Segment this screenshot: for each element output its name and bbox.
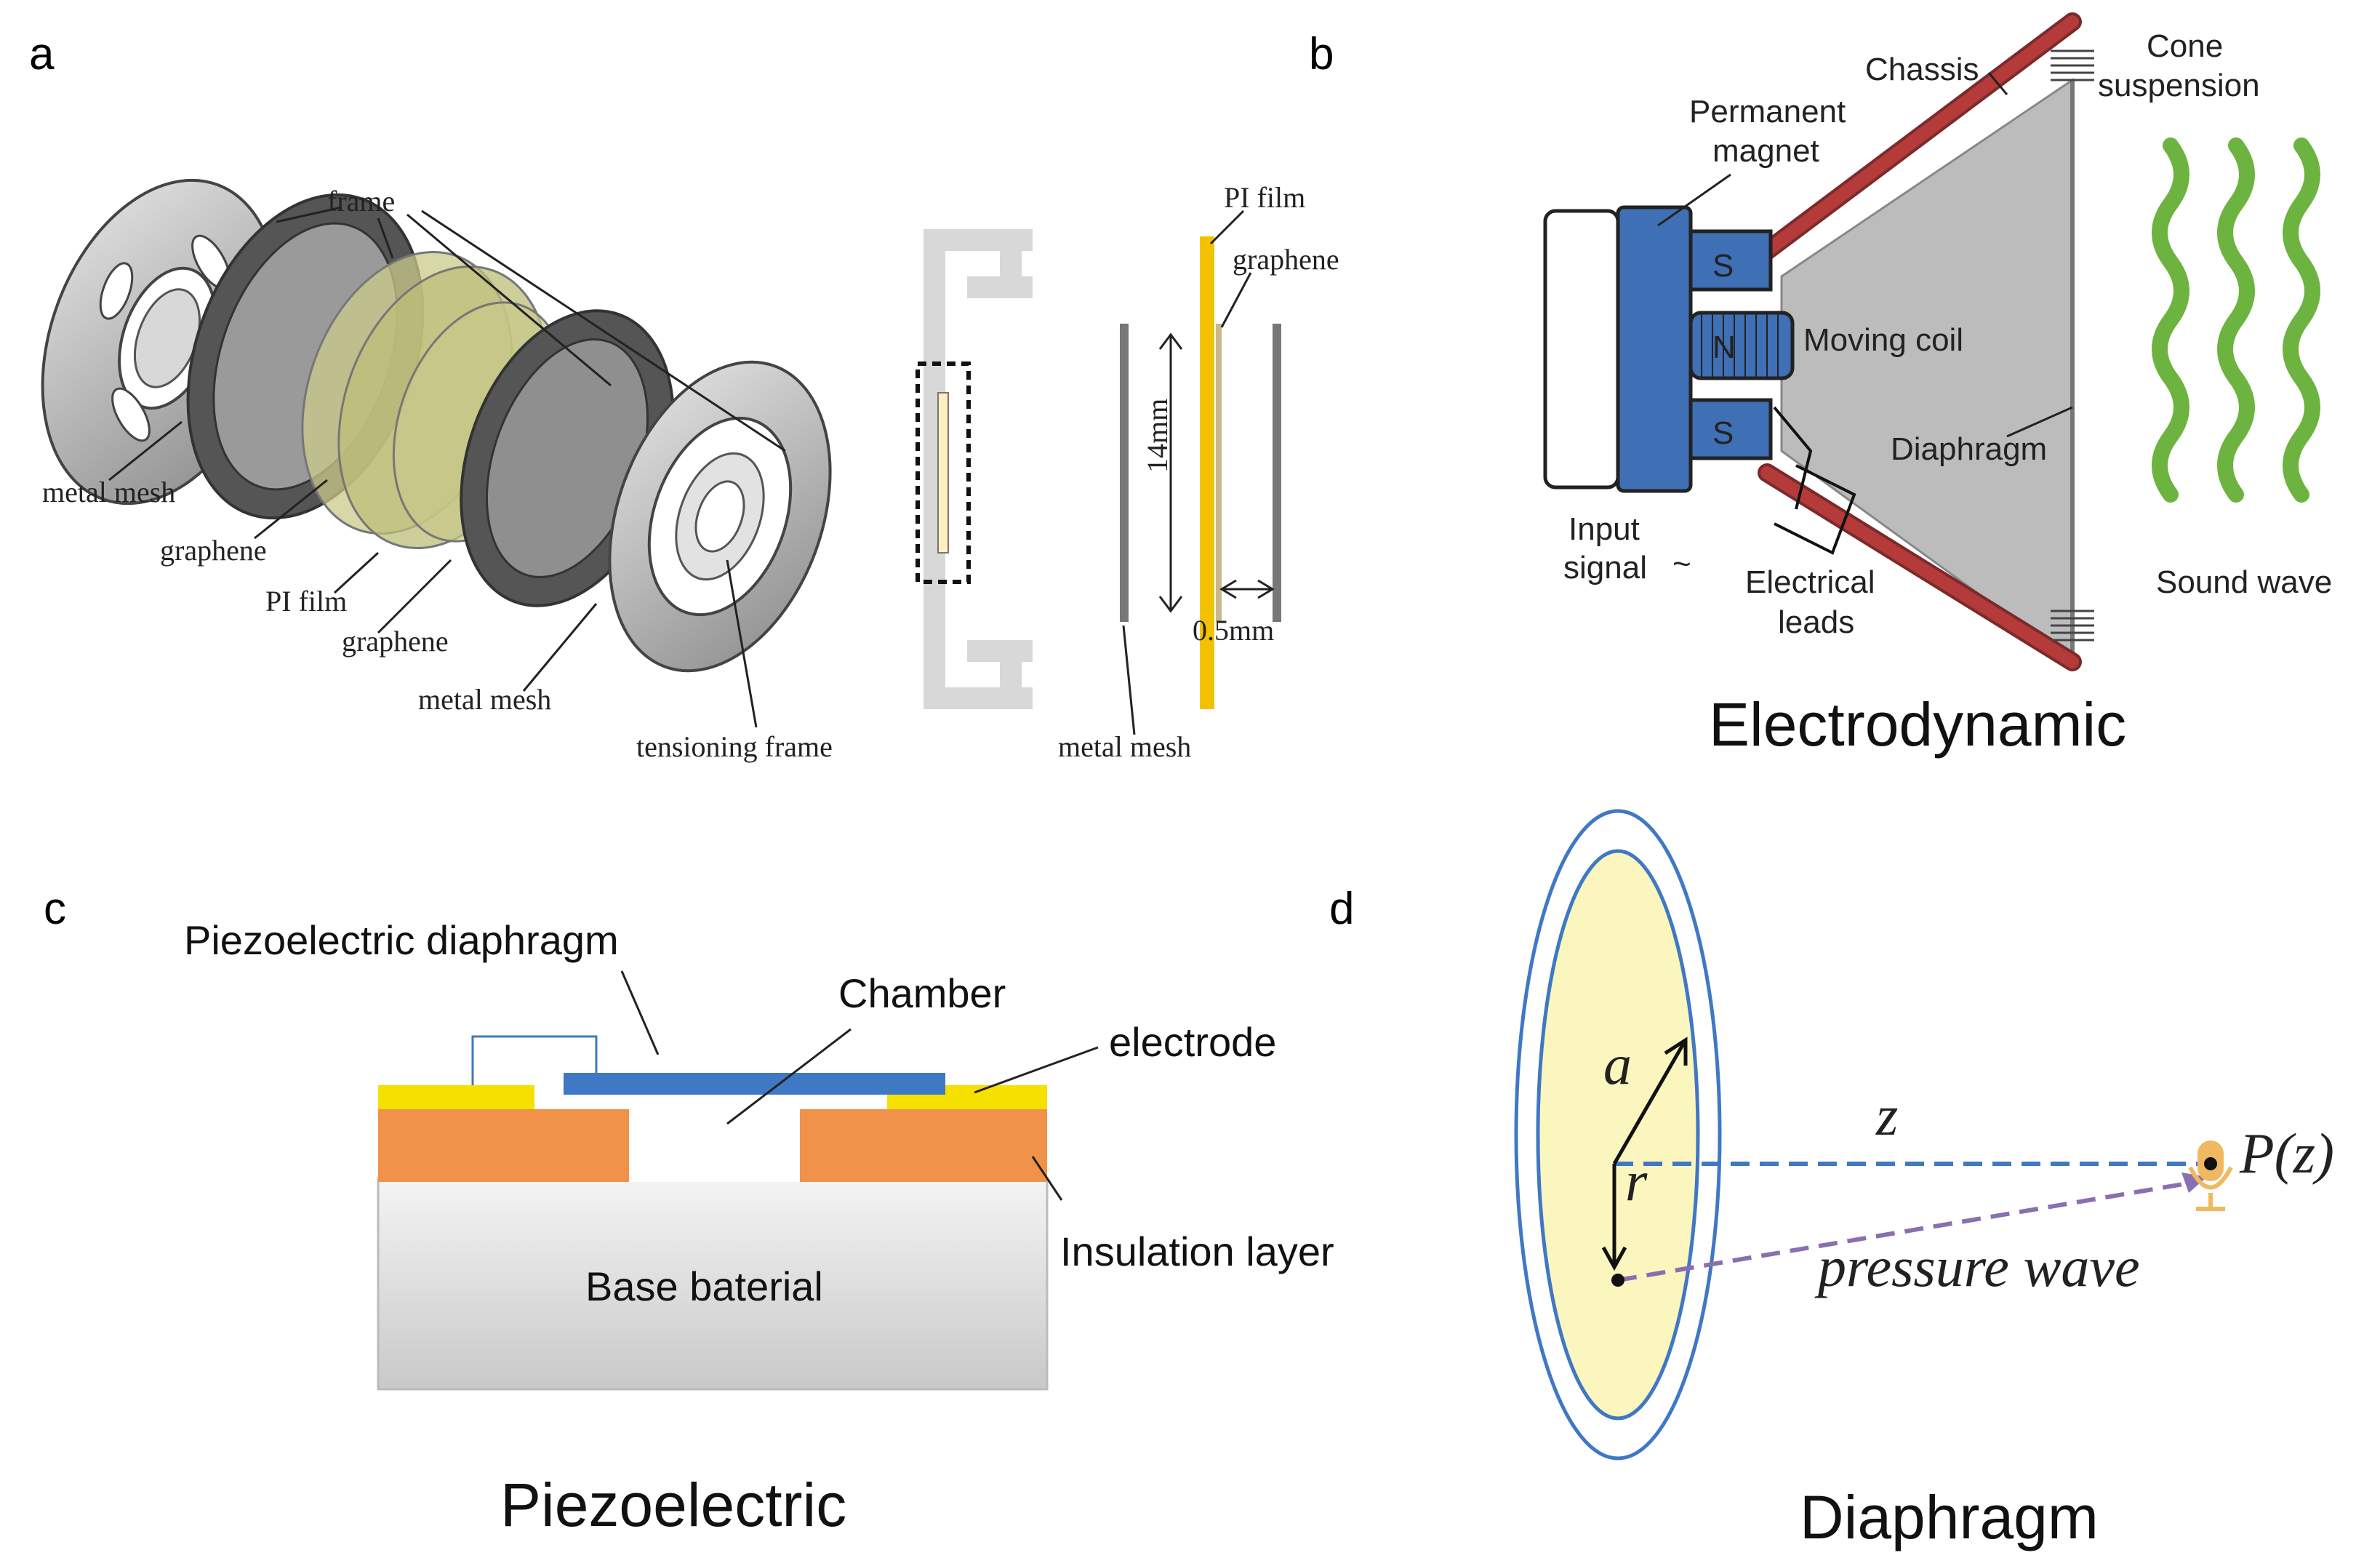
label-graphene-side: graphene xyxy=(1233,243,1339,276)
panel-letter-c: c xyxy=(44,884,66,934)
pressure-wave-line xyxy=(1617,1180,2197,1282)
label-diaphragm-b: Diaphragm xyxy=(1891,431,2047,467)
diaphragm-disk xyxy=(1536,849,1700,1421)
chassis xyxy=(1758,12,2082,671)
label-frame: frame xyxy=(327,185,395,217)
label-r: r xyxy=(1625,1149,1648,1213)
microphone-icon xyxy=(2188,1140,2233,1211)
label-pressure-wave: pressure wave xyxy=(1814,1235,2140,1298)
label-electrical-2: leads xyxy=(1778,604,1854,640)
title-diaphragm: Diaphragm xyxy=(1800,1483,2099,1551)
panel-b: b S xyxy=(1309,12,2332,759)
electrode-left xyxy=(378,1085,534,1109)
title-electrodynamic: Electrodynamic xyxy=(1709,690,2126,759)
panel-letter-a: a xyxy=(29,29,55,79)
mesh-bar-right xyxy=(1273,324,1281,622)
panel-letter-d: d xyxy=(1329,884,1354,934)
cross-section-assembly xyxy=(915,229,1033,709)
label-cone-1: Cone xyxy=(2147,28,2223,64)
label-permanent-2: magnet xyxy=(1712,133,1819,169)
graphene-bar xyxy=(1216,324,1222,622)
panel-letter-b: b xyxy=(1309,29,1334,79)
magnet-s-top xyxy=(1688,229,1773,292)
panel-d: d a r z P(z) pressure wave Diaphragm xyxy=(1329,809,2334,1551)
magnet-s-bottom xyxy=(1688,398,1773,460)
coil-windings xyxy=(1701,313,1779,378)
radius-vectors xyxy=(1601,1036,1688,1271)
cone-suspension xyxy=(2051,49,2094,642)
label-metal-mesh-1: metal mesh xyxy=(42,476,175,508)
label-n: N xyxy=(1712,329,1736,365)
label-permanent-1: Permanent xyxy=(1689,94,1846,129)
label-pz: P(z) xyxy=(2239,1122,2334,1185)
label-base-material: Base baterial xyxy=(585,1263,823,1309)
label-chamber: Chamber xyxy=(838,970,1006,1016)
label-moving-coil: Moving coil xyxy=(1803,322,1963,358)
label-pi-film-side: PI film xyxy=(1224,181,1305,214)
panel-a: a xyxy=(29,29,1339,763)
label-input-2: signal xyxy=(1563,550,1647,586)
sound-wave xyxy=(2152,137,2320,503)
chamber-void xyxy=(629,1146,800,1182)
label-dim-14mm: 14mm xyxy=(1141,399,1174,473)
label-z: z xyxy=(1875,1084,1898,1147)
film-zoom xyxy=(937,392,949,554)
permanent-magnet xyxy=(1616,205,1693,493)
label-dim-05mm: 0.5mm xyxy=(1193,614,1274,647)
label-graphene-1: graphene xyxy=(160,534,267,567)
label-input-1: Input xyxy=(1568,511,1640,547)
label-graphene-2: graphene xyxy=(342,625,449,658)
point-on-disk xyxy=(1611,1274,1624,1287)
label-electrical-1: Electrical xyxy=(1745,564,1875,600)
electrical-leads xyxy=(1773,406,1856,555)
leader-lines-a xyxy=(108,206,786,728)
input-signal-block xyxy=(1543,209,1620,490)
label-s-bottom: S xyxy=(1712,415,1734,451)
insulation-right xyxy=(800,1109,1047,1182)
label-tilde: ~ xyxy=(1672,546,1691,582)
label-electrode: electrode xyxy=(1109,1019,1276,1065)
label-piezo-diaphragm: Piezoelectric diaphragm xyxy=(184,917,619,963)
pi-film-bar xyxy=(1200,236,1214,709)
tensioning-frame-ring xyxy=(608,360,832,673)
label-s-top: S xyxy=(1712,248,1734,284)
mesh-bar-left xyxy=(1120,324,1129,622)
leader-lines-c xyxy=(620,970,1099,1201)
label-pi-film: PI film xyxy=(265,585,347,618)
label-insulation: Insulation layer xyxy=(1060,1229,1334,1274)
zoom-box xyxy=(915,361,971,584)
section-detail xyxy=(1120,209,1281,735)
label-metal-mesh-side: metal mesh xyxy=(1058,730,1191,763)
base-material-block xyxy=(377,1177,1049,1391)
title-piezoelectric: Piezoelectric xyxy=(500,1471,846,1539)
label-metal-mesh-2: metal mesh xyxy=(418,683,551,716)
label-sound-wave: Sound wave xyxy=(2156,564,2332,600)
panel-c: c Piezoelectric diaphragm Chamber electr… xyxy=(44,884,1334,1539)
frame-profile xyxy=(923,229,1033,709)
label-a: a xyxy=(1603,1033,1632,1096)
insulation-left xyxy=(378,1109,629,1182)
label-chassis: Chassis xyxy=(1865,52,1979,87)
exploded-assembly xyxy=(41,178,832,673)
pressure-wave-arrowhead xyxy=(2181,1172,2207,1193)
piezo-diaphragm-bar xyxy=(564,1073,945,1095)
leader-lines-b xyxy=(1657,72,2073,438)
label-cone-2: suspension xyxy=(2098,68,2260,103)
label-tensioning-frame: tensioning frame xyxy=(636,730,833,763)
piezo-wire xyxy=(471,1035,598,1085)
